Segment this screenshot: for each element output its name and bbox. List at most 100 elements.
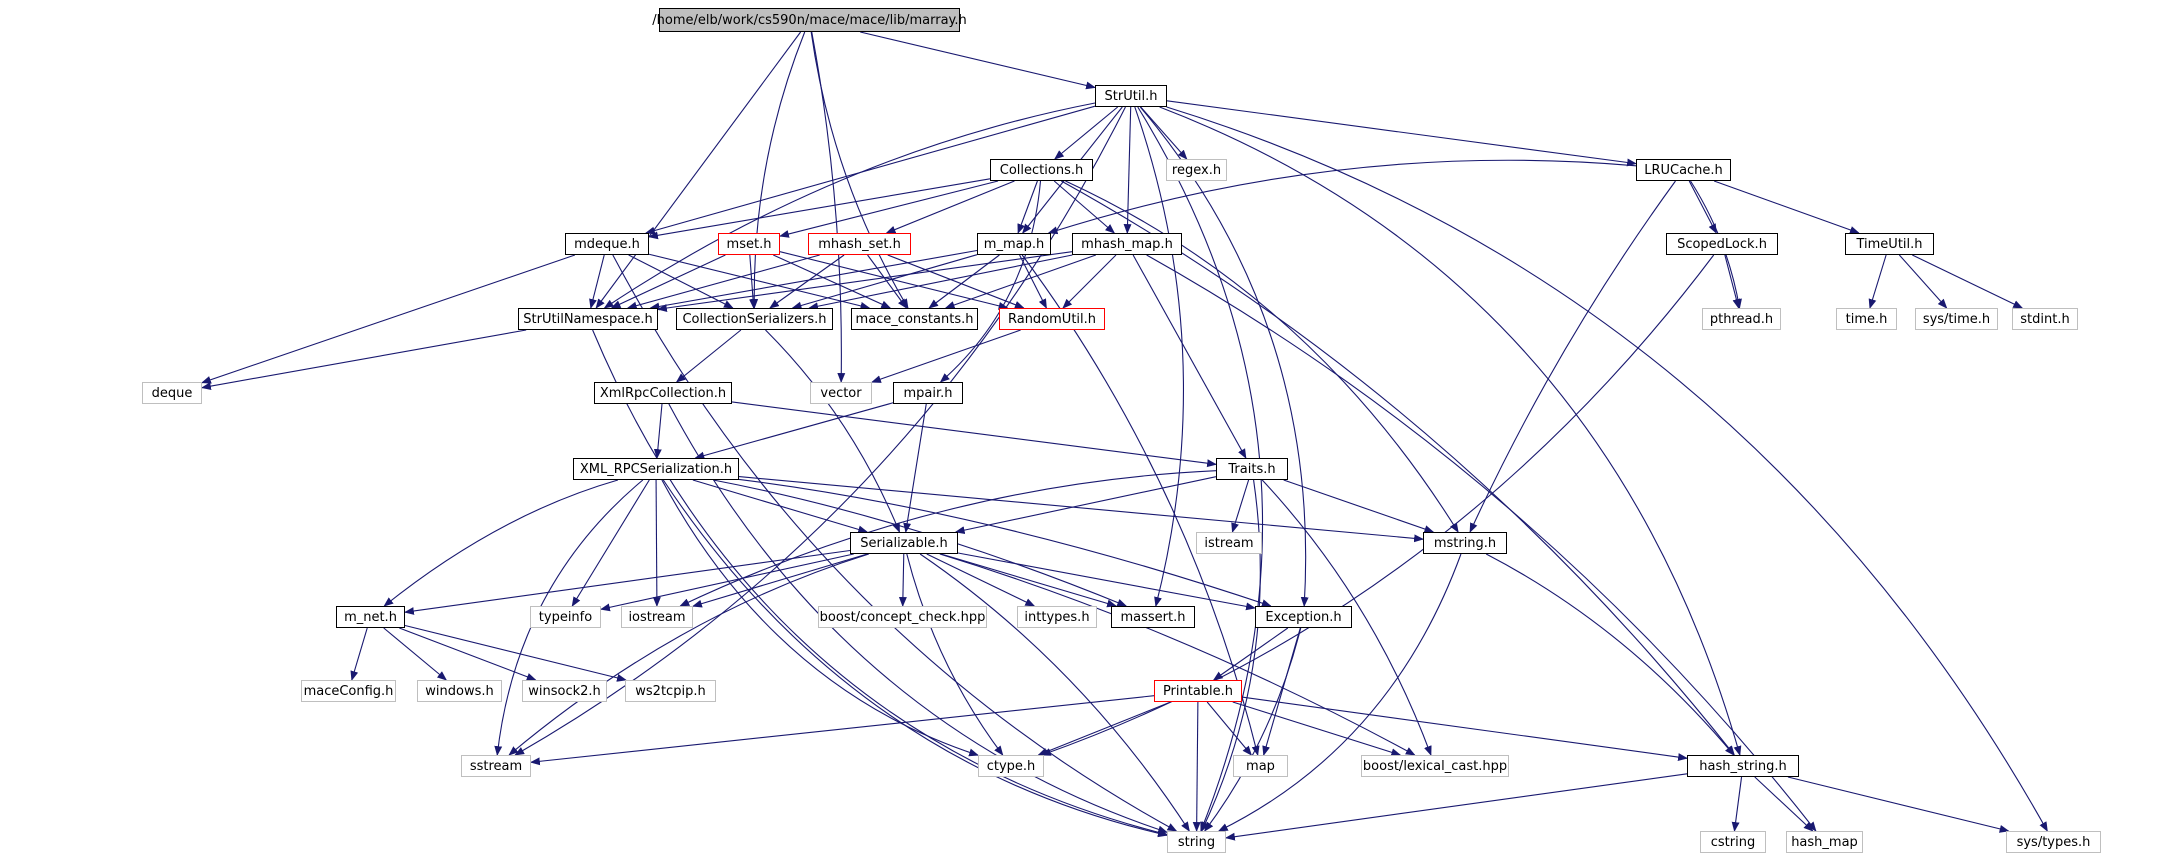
edge-traits-to-boostlc	[1261, 479, 1432, 756]
edge-strutilns-to-deque	[201, 329, 527, 391]
node-stdint-h: stdint.h	[2012, 308, 2078, 330]
edge-mhash_map-to-collser	[808, 254, 1073, 311]
node-inttypes-h: inttypes.h	[1017, 606, 1097, 628]
edge-mdeque-to-deque	[201, 254, 576, 384]
edge-hash_string-to-systypes	[1787, 776, 2010, 833]
node-printable-h[interactable]: Printable.h	[1154, 680, 1242, 702]
edge-xmlrpcser-to-ctype	[661, 479, 979, 757]
node-xml-rpcserialization-h[interactable]: XML_RPCSerialization.h	[573, 458, 739, 480]
edge-xmlrpccoll-to-xmlrpcser	[653, 403, 663, 459]
node-mace-constants-h[interactable]: mace_constants.h	[851, 308, 978, 330]
edge-collections-to-mdeque	[648, 178, 991, 240]
edge-lrucache-to-mstring	[1469, 180, 1676, 533]
edge-serializable-to-inttypes	[926, 553, 1036, 607]
edge-xmlrpcser-to-iostream	[652, 479, 661, 607]
node-m-net-h[interactable]: m_net.h	[336, 606, 405, 628]
edge-xmlrpcser-to-serializable	[692, 479, 869, 534]
edge-xmlrpcser-to-massert	[713, 479, 1128, 607]
edge-collections-to-mhash_set	[885, 180, 1015, 234]
edge-m_map-to-mace_constants	[928, 254, 1000, 309]
edge-xmlrpcser-to-sstream	[494, 479, 644, 756]
edge-randomutil-to-vector	[871, 329, 1021, 383]
node-mstring-h[interactable]: mstring.h	[1423, 532, 1507, 554]
node-timeutil-h[interactable]: TimeUtil.h	[1845, 233, 1934, 255]
edge-printable-to-boostlc	[1232, 701, 1402, 757]
edge-lrucache-to-m_map	[1047, 159, 1637, 235]
edge-serializable-to-iostream	[692, 553, 868, 608]
node-boost-concept-check-hpp: boost/concept_check.hpp	[818, 606, 987, 628]
node-deque: deque	[142, 382, 202, 404]
node-traits-h[interactable]: Traits.h	[1216, 458, 1288, 480]
edge-printable-to-string	[1192, 701, 1201, 832]
edge-collser-to-xmlrpccoll	[675, 329, 742, 383]
node-xmlrpccollection-h[interactable]: XmlRpcCollection.h	[594, 382, 732, 404]
node-collections-h[interactable]: Collections.h	[990, 159, 1093, 181]
edge-exception-to-string	[1204, 627, 1302, 832]
node-sys-time-h: sys/time.h	[1915, 308, 1998, 330]
edge-strutil-to-mdeque	[644, 105, 1096, 235]
edge-mhash_set-to-randomutil	[887, 254, 1025, 309]
node-boost-lexical-cast-hpp: boost/lexical_cast.hpp	[1361, 755, 1509, 777]
node-pthread-h: pthread.h	[1702, 308, 1781, 330]
node-istream: istream	[1196, 532, 1262, 554]
edge-xmlrpcser-to-string	[662, 479, 1168, 838]
node-m-map-h[interactable]: m_map.h	[977, 233, 1051, 255]
node-serializable-h[interactable]: Serializable.h	[850, 532, 958, 554]
node-mhash-map-h[interactable]: mhash_map.h	[1072, 233, 1182, 255]
node-vector: vector	[810, 382, 872, 404]
edge-serializable-to-ctype	[906, 553, 1004, 756]
edge-m_map-to-randomutil	[1019, 254, 1047, 309]
edge-traits-to-string	[1201, 479, 1261, 832]
node-lrucache-h[interactable]: LRUCache.h	[1636, 159, 1731, 181]
edge-traits-to-istream	[1231, 479, 1250, 533]
node-collectionserializers-h[interactable]: CollectionSerializers.h	[676, 308, 833, 330]
edge-m_net-to-ws2tcpip	[404, 624, 627, 682]
edge-serializable-to-boostcc	[898, 553, 907, 607]
node-iostream: iostream	[621, 606, 693, 628]
edge-printable-to-map	[1206, 701, 1252, 756]
node-mhash-set-h[interactable]: mhash_set.h	[808, 233, 911, 255]
edge-root-to-mace_constants	[810, 31, 909, 309]
node-hash-string-h[interactable]: hash_string.h	[1687, 755, 1799, 777]
edge-m_map-to-collser	[791, 254, 978, 310]
edge-collections-to-mset	[779, 180, 999, 238]
node-string: string	[1167, 831, 1226, 853]
edge-mdeque-to-mace_constants	[648, 253, 871, 310]
edge-strutilns-to-string	[592, 329, 1168, 837]
edge-scopedlock-to-pthread	[1724, 254, 1741, 309]
node-scopedlock-h[interactable]: ScopedLock.h	[1666, 233, 1778, 255]
edge-xmlrpcser-to-typeinfo	[571, 479, 650, 607]
edge-strutil-to-strutilns	[603, 102, 1096, 309]
node-strutil-h[interactable]: StrUtil.h	[1095, 85, 1167, 107]
edge-mhash_set-to-mace_constants	[867, 254, 908, 309]
node-root-marray-h[interactable]: /home/elb/work/cs590n/mace/mace/lib/marr…	[652, 8, 967, 32]
node-mdeque-h[interactable]: mdeque.h	[565, 233, 649, 255]
edge-serializable-to-massert	[940, 553, 1117, 608]
node-randomutil-h[interactable]: RandomUtil.h	[999, 308, 1105, 330]
edge-scopedlock-to-ctype	[1040, 254, 1715, 756]
edge-mset-to-randomutil	[779, 251, 1009, 310]
edge-lrucache-to-timeutil	[1713, 180, 1860, 234]
node-mpair-h[interactable]: mpair.h	[893, 382, 963, 404]
edge-root-to-strutil	[860, 31, 1096, 90]
node-strutilnamespace-h[interactable]: StrUtilNamespace.h	[518, 308, 658, 330]
node-exception-h[interactable]: Exception.h	[1255, 606, 1352, 628]
edge-root-to-collser	[750, 31, 806, 309]
node-time-h: time.h	[1836, 308, 1897, 330]
edge-strutil-to-collections	[1054, 106, 1119, 160]
edge-mhash_map-to-randomutil	[1062, 254, 1117, 309]
edge-mset-to-strutilns	[610, 254, 726, 309]
edge-mset-to-collser	[749, 254, 757, 309]
edge-printable-to-sstream	[530, 695, 1155, 766]
node-massert-h[interactable]: massert.h	[1111, 606, 1195, 628]
edge-timeutil-to-time	[1868, 254, 1887, 309]
node-cstring: cstring	[1700, 831, 1766, 853]
node-mset-h[interactable]: mset.h	[718, 233, 780, 255]
edge-m_net-to-windows	[383, 627, 448, 681]
edge-printable-to-ctype	[1037, 701, 1171, 756]
edge-m_net-to-maceconfig	[350, 627, 368, 681]
edge-exception-to-map	[1262, 627, 1301, 756]
edge-mdeque-to-strutilns	[589, 254, 605, 309]
edge-root-to-strutilns	[595, 31, 802, 309]
edge-serializable-to-sstream	[508, 553, 869, 756]
